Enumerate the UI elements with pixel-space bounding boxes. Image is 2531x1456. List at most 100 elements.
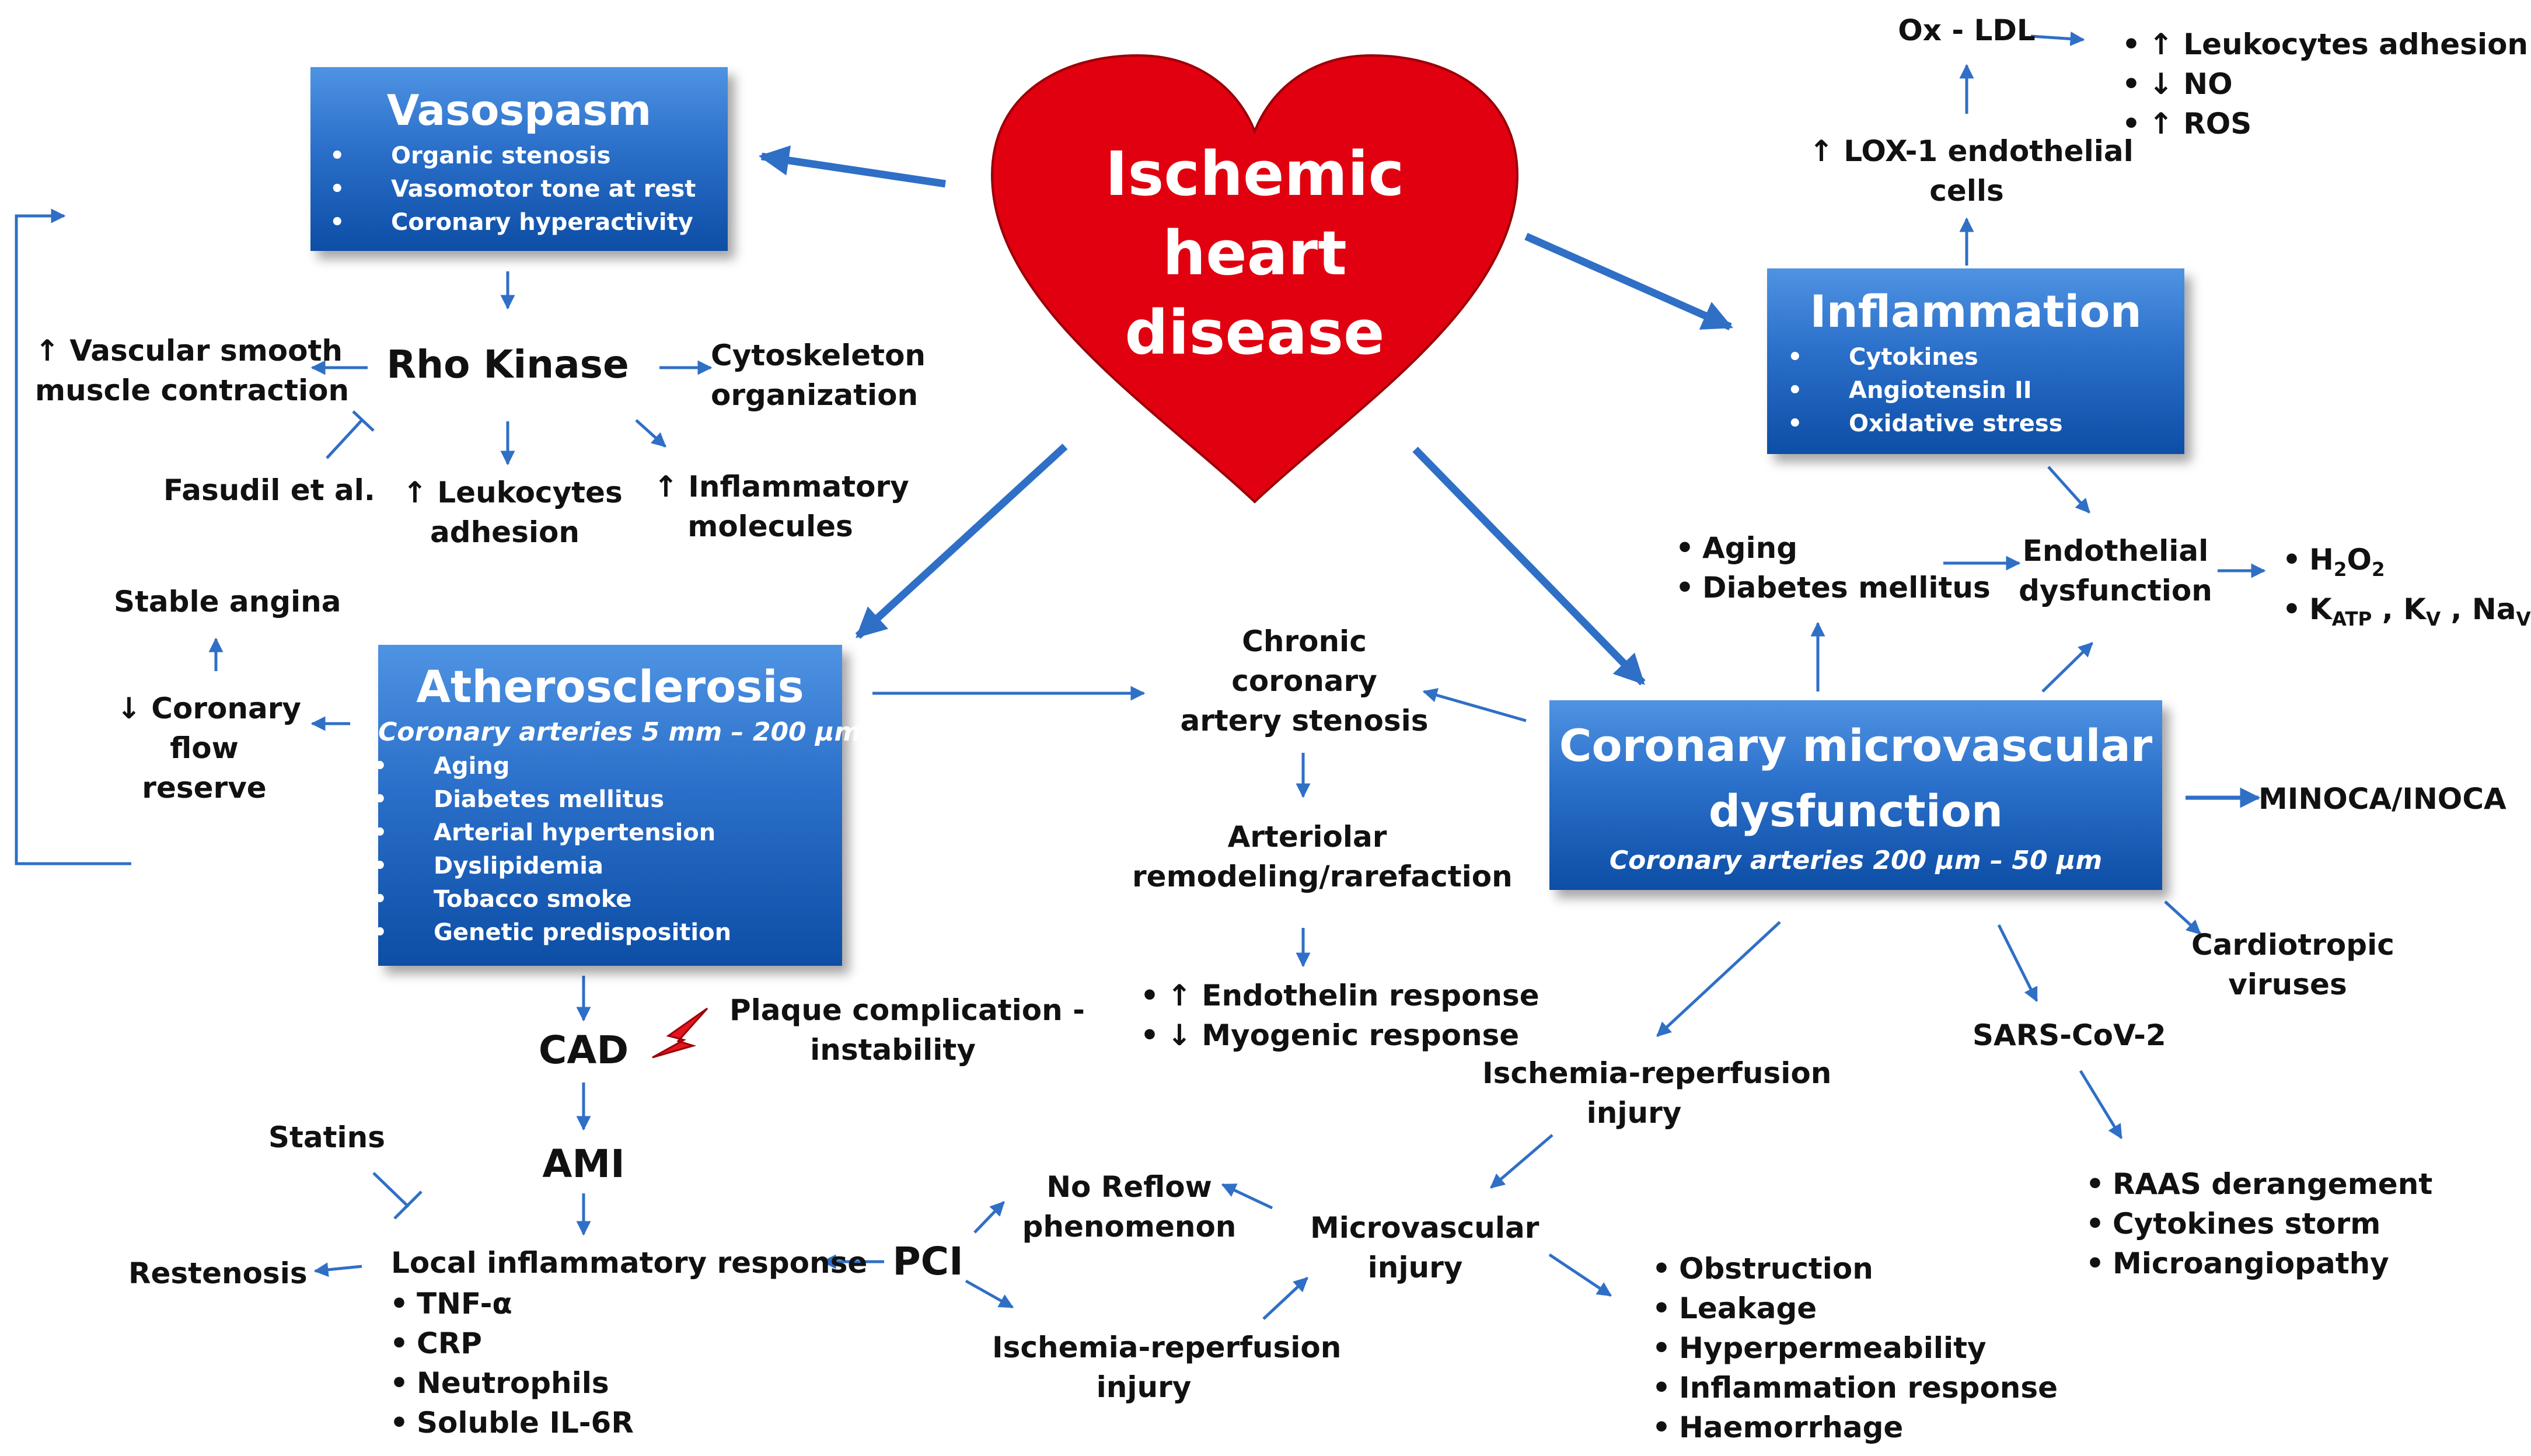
inflmol-line-1: ↑ Inflammatory: [654, 470, 909, 504]
atherosclerosis-item: Diabetes mellitus: [372, 783, 842, 816]
oxldl-effect-item: ↑ Leukocytes adhesion: [2122, 25, 2528, 64]
oxldl-effect-item: ↓ NO: [2122, 64, 2528, 104]
heart-title-line-2: heart: [1162, 218, 1347, 289]
minoca-inoca-label: MINOCA/INOCA: [2258, 782, 2506, 816]
kv-text: K: [2403, 592, 2426, 626]
outcome-item: Inflammation response: [1652, 1368, 2058, 1408]
marker-item: Neutrophils: [390, 1363, 634, 1403]
vasospasm-item: Vasomotor tone at rest: [330, 173, 728, 206]
arrow-heart-cmd: [1412, 446, 1646, 686]
atherosclerosis-item: Arterial hypertension: [372, 816, 842, 850]
heart-title: Ischemic heart disease: [1015, 134, 1494, 372]
atherosclerosis-item: Aging: [372, 750, 842, 783]
arrow-pci-noreflow: [973, 1201, 1005, 1234]
vasospasm-list: Organic stenosis Vasomotor tone at rest …: [310, 139, 728, 239]
stable-angina-label: Stable angina: [114, 585, 341, 619]
inflammation-item: Oxidative stress: [1788, 407, 2184, 441]
oxldl-effects-list: ↑ Leukocytes adhesion ↓ NO ↑ ROS: [2118, 25, 2528, 144]
channels-item: KATP , KV , NaV: [2282, 589, 2531, 639]
marker-item: TNF-α: [390, 1284, 634, 1324]
reserve-line-2: flow: [170, 731, 239, 765]
viruses-line-2: viruses: [2228, 968, 2347, 1001]
atherosclerosis-box: Atherosclerosis Coronary arteries 5 mm –…: [372, 645, 861, 966]
cmd-subtitle: Coronary arteries 200 μm – 50 μm: [1609, 846, 2103, 875]
nav-text: Na: [2471, 592, 2516, 626]
sars-effect-item: RAAS derangement: [2086, 1164, 2432, 1204]
stenosis-line-2: coronary: [1231, 664, 1377, 698]
arrow-rho-inflmol: [635, 419, 666, 448]
sars-effect-item: Cytokines storm: [2086, 1204, 2432, 1244]
arrow-heart-inflammation: [1524, 233, 1733, 330]
restenosis-label: Restenosis: [128, 1256, 308, 1290]
cyto-line-1: Cytoskeleton: [711, 338, 926, 372]
vasospasm-item: Coronary hyperactivity: [330, 206, 728, 239]
endothelial-dysfunction-label: Endothelial dysfunction: [2016, 531, 2215, 610]
o-sub: 2: [2372, 558, 2385, 581]
endothelial-mediators-list: H2O2 KATP , KV , NaV: [2279, 540, 2531, 639]
rho-kinase-label: Rho Kinase: [386, 342, 629, 387]
arrow-cmd-endo: [2041, 642, 2093, 693]
kv-sub: V: [2425, 608, 2441, 630]
arrow-local-restenosis: [313, 1262, 362, 1277]
inflmol-line-2: molecules: [687, 509, 853, 543]
o-text: O: [2347, 543, 2372, 577]
ir-line-2: injury: [1586, 1096, 1682, 1130]
injury-outcomes-list: Obstruction Leakage Hyperpermeability In…: [1649, 1249, 2058, 1447]
katp-sub: ATP: [2331, 608, 2372, 630]
inhibit-statins: [372, 1172, 410, 1208]
lox1-label: ↑ LOX-1 endothelial cells: [1809, 131, 2134, 211]
cad-label: CAD: [538, 1028, 629, 1073]
atherosclerosis-item: Dyslipidemia: [372, 850, 842, 883]
inflammation-box: Inflammation Cytokines Angiotensin II Ox…: [1767, 268, 2184, 454]
irpci-line-1: Ischemia-reperfusion: [992, 1331, 1342, 1364]
arrow-oxldl-effects: [2030, 32, 2085, 46]
response-item: ↑ Endothelin response: [1140, 976, 1539, 1015]
noreflow-line-1: No Reflow: [1046, 1170, 1212, 1204]
arrow-cmd-viruses: [2164, 900, 2201, 935]
inhibit-fasudil-bar: [352, 410, 375, 432]
plaque-line-1: Plaque complication -: [729, 993, 1085, 1027]
marker-item: CRP: [390, 1324, 634, 1363]
inflammation-item: Angiotensin II: [1788, 374, 2184, 407]
risk-item: Diabetes mellitus: [1675, 568, 1991, 607]
reserve-line-1: ↓ Coronary: [117, 692, 301, 725]
lightning-bolt-icon: [652, 1007, 708, 1059]
lox-line-2: cells: [1929, 174, 2004, 208]
stenosis-line-3: artery stenosis: [1180, 704, 1429, 738]
vsm-line-2: muscle contraction: [35, 373, 350, 407]
endo-line-1: Endothelial: [2022, 534, 2209, 568]
arrow-heart-vasospasm: [758, 145, 946, 188]
vsm-line-1: ↑ Vascular smooth: [35, 334, 343, 368]
sars-effects-list: RAAS derangement Cytokines storm Microan…: [2082, 1164, 2432, 1283]
arrow-cmd-sars: [1997, 924, 2038, 1003]
plaque-line-2: instability: [810, 1033, 976, 1067]
outcome-item: Obstruction: [1652, 1249, 2058, 1289]
inflammation-list: Cytokines Angiotensin II Oxidative stres…: [1767, 341, 2184, 441]
viruses-line-1: Cardiotropic: [2191, 928, 2394, 962]
atherosclerosis-list: Aging Diabetes mellitus Arterial hyperte…: [372, 750, 842, 949]
heart-title-line-1: Ischemic: [1105, 138, 1405, 210]
inhibit-fasudil: [326, 419, 363, 459]
rho-leuko-line-1: ↑ Leukocytes: [403, 476, 623, 509]
cmd-title-2: dysfunction: [1708, 785, 2003, 837]
sars-effect-item: Microangiopathy: [2086, 1244, 2432, 1283]
pci-label: PCI: [892, 1239, 963, 1284]
microvascular-injury-label: Microvascular injury: [1310, 1208, 1539, 1287]
arrow-cmd-stenosis: [1422, 688, 1527, 722]
heart-title-line-3: disease: [1125, 297, 1385, 368]
arrow-heart-atherosclerosis: [855, 444, 1068, 639]
cmd-box: Coronary microvascular dysfunction Coron…: [1549, 700, 2162, 890]
arrow-ir-injury: [1490, 1134, 1553, 1189]
atherosclerosis-item: Tobacco smoke: [372, 883, 842, 916]
remodel-line-1: Arteriolar: [1227, 820, 1387, 854]
endo-line-2: dysfunction: [2019, 574, 2212, 607]
risk-item: Aging: [1675, 528, 1991, 568]
katp-text: K: [2309, 592, 2332, 626]
inflammation-item: Cytokines: [1788, 341, 2184, 374]
local-inflammatory-label: Local inflammatory response: [391, 1246, 868, 1280]
outcome-item: Hyperpermeability: [1652, 1328, 2058, 1368]
arrow-injury-noreflow: [1221, 1183, 1273, 1210]
no-reflow-label: No Reflow phenomenon: [1018, 1167, 1240, 1246]
